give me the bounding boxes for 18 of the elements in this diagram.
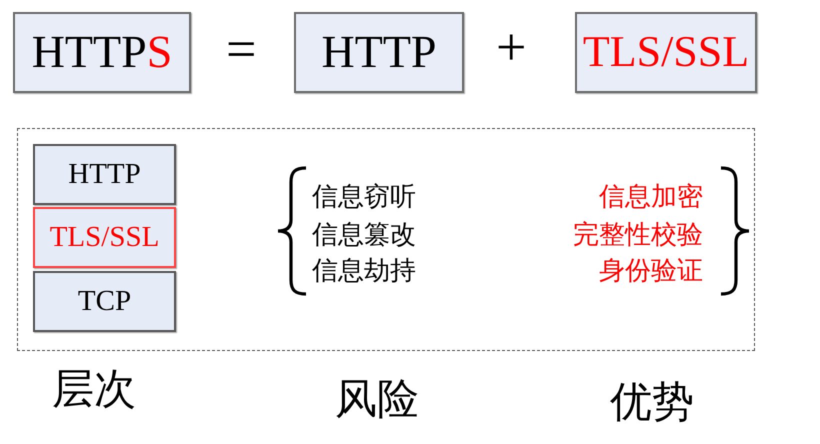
protocol-box: TLS/SSL (575, 12, 757, 93)
layer-box: TCP (33, 271, 176, 332)
advantage-item: 身份验证 (599, 258, 703, 284)
risk-item: 信息窃听 (312, 184, 416, 210)
plus-sign: + (496, 20, 526, 74)
column-heading: 风险 (335, 378, 419, 420)
risk-item: 信息劫持 (312, 258, 416, 284)
layer-box: HTTP (33, 144, 176, 205)
advantage-item: 信息加密 (599, 184, 703, 210)
layer-box: TLS/SSL (33, 207, 176, 268)
column-heading: 层次 (52, 368, 136, 410)
equals-sign: = (226, 22, 256, 76)
advantage-item: 完整性校验 (573, 222, 703, 248)
column-heading: 优势 (610, 381, 694, 423)
protocol-box: HTTP (294, 12, 464, 93)
dashed-frame (17, 128, 755, 351)
protocol-box: HTTPS (13, 12, 191, 93)
risk-item: 信息篡改 (312, 222, 416, 248)
